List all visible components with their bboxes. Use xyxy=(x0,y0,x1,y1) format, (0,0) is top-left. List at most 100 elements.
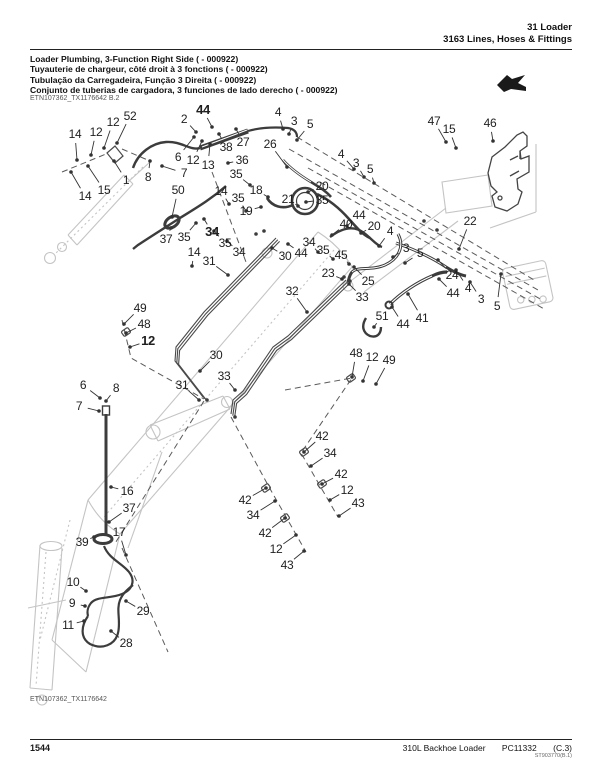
callout-number: 44 xyxy=(396,317,410,331)
callout-number: 35 xyxy=(231,191,245,205)
callout-number: 49 xyxy=(133,301,147,315)
callout-number: 4 xyxy=(386,224,394,238)
callout-number: 10 xyxy=(66,575,80,589)
title-block: Loader Plumbing, 3-Function Right Side (… xyxy=(30,54,338,96)
callout-number: 34 xyxy=(205,224,219,239)
callout-number: 7 xyxy=(75,399,83,413)
callout-number: 15 xyxy=(442,122,456,136)
callout-number: 12 xyxy=(365,350,379,364)
bracket-part xyxy=(487,131,530,212)
callout-number: 30 xyxy=(278,249,292,263)
callout-number: 5 xyxy=(366,162,374,176)
header: 31 Loader 3163 Lines, Hoses & Fittings xyxy=(443,22,572,46)
callout-number: 15 xyxy=(97,183,111,197)
callout-number: 23 xyxy=(321,266,335,280)
callout-number: 35 xyxy=(177,230,191,244)
callout-number: 40 xyxy=(339,217,353,231)
callout-number: 44 xyxy=(352,208,366,222)
callout-number: 37 xyxy=(122,501,136,515)
callout-number: 29 xyxy=(136,604,150,618)
callout-number: 25 xyxy=(361,274,375,288)
callout-number: 42 xyxy=(315,429,329,443)
callout-number: 34 xyxy=(323,446,337,460)
callout-number: 20 xyxy=(367,219,381,233)
print-code: ST903770(B.1) xyxy=(534,753,572,759)
footer-revision: (C.3) xyxy=(553,743,572,753)
callout-number: 3 xyxy=(352,156,360,170)
callout-number: 1 xyxy=(122,173,130,187)
header-subsection: 3163 Lines, Hoses & Fittings xyxy=(443,34,572,45)
figure-ref-top: ETN107362_TX1176642 B.2 xyxy=(30,95,120,102)
callout-number: 14 xyxy=(214,184,228,198)
callout-number: 18 xyxy=(249,183,263,197)
callout-number: 47 xyxy=(427,114,441,128)
callout-number: 49 xyxy=(382,353,396,367)
routing-dashes xyxy=(61,136,547,653)
callout-number: 21 xyxy=(281,192,295,206)
callout-number: 8 xyxy=(112,381,120,395)
callout-number: 35 xyxy=(315,193,329,207)
callout-number: 39 xyxy=(75,535,89,549)
title-fr: Tuyauterie de chargeur, côté droit à 3 f… xyxy=(30,64,268,75)
callout-number: 30 xyxy=(209,348,223,362)
callout-number: 38 xyxy=(219,140,233,154)
callout-number: 35 xyxy=(229,167,243,181)
callout-number: 35 xyxy=(218,236,232,250)
title-en: Loader Plumbing, 3-Function Right Side (… xyxy=(30,54,239,64)
callout-number: 14 xyxy=(68,127,82,141)
callout-number: 4 xyxy=(274,105,282,119)
callout-number: 44 xyxy=(294,246,308,260)
callout-number: 5 xyxy=(306,117,314,131)
callout-number: 42 xyxy=(334,467,348,481)
callout-number: 3 xyxy=(290,114,298,128)
callout-number: 28 xyxy=(119,636,133,650)
callout-number: 4 xyxy=(464,281,472,295)
callout-number: 43 xyxy=(351,496,365,510)
footer-right: 310L Backhoe Loader PC11332 (C.3) xyxy=(389,743,572,753)
callout-number: 12 xyxy=(106,115,120,129)
tube-bundles xyxy=(174,237,350,418)
callout-number: 16 xyxy=(120,484,134,498)
callout-number: 34 xyxy=(302,235,316,249)
footer-rule xyxy=(30,739,572,740)
callout-number: 3 xyxy=(477,292,485,306)
callout-number: 2 xyxy=(180,112,188,126)
title-pt: Tubulação da Carregadeira, Função 3 Dire… xyxy=(30,74,257,85)
callout-number: 35 xyxy=(316,243,330,257)
callout-number: 3 xyxy=(402,241,410,255)
figure-ref-bottom: ETN107362_TX1176642 xyxy=(30,696,107,703)
callout-number: 7 xyxy=(180,166,188,180)
callout-number: 42 xyxy=(238,493,252,507)
callout-number: 44 xyxy=(446,286,460,300)
callout-number: 12 xyxy=(141,333,155,348)
header-section: 31 Loader xyxy=(527,22,572,33)
callout-number: 52 xyxy=(123,109,137,123)
footer-catalog: PC11332 xyxy=(501,743,537,753)
callout-number: 44 xyxy=(196,102,210,117)
callout-number: 24 xyxy=(445,268,459,282)
callout-number: 27 xyxy=(236,135,250,149)
callout-number: 33 xyxy=(355,290,369,304)
callout-number: 5 xyxy=(416,246,424,260)
callout-number: 42 xyxy=(258,526,272,540)
header-rule xyxy=(30,49,572,50)
callout-number: 37 xyxy=(159,232,173,246)
callout-number: 12 xyxy=(269,542,283,556)
callout-number: 12 xyxy=(340,483,354,497)
callout-number: 12 xyxy=(89,125,103,139)
callout-number: 34 xyxy=(246,508,260,522)
callout-number: 33 xyxy=(217,369,231,383)
title-es: Conjunto de tuberias de cargadora, 3 fun… xyxy=(30,85,338,96)
callout-number: 11 xyxy=(62,618,74,632)
callout-number: 20 xyxy=(315,179,329,193)
callout-number: 19 xyxy=(239,204,253,218)
callout-number: 34 xyxy=(232,245,246,259)
callout-number: 50 xyxy=(171,183,185,197)
callout-number: 22 xyxy=(463,214,477,228)
callout-number: 6 xyxy=(174,150,182,164)
callout-number: 31 xyxy=(202,254,216,268)
callout-number: 48 xyxy=(137,317,151,331)
